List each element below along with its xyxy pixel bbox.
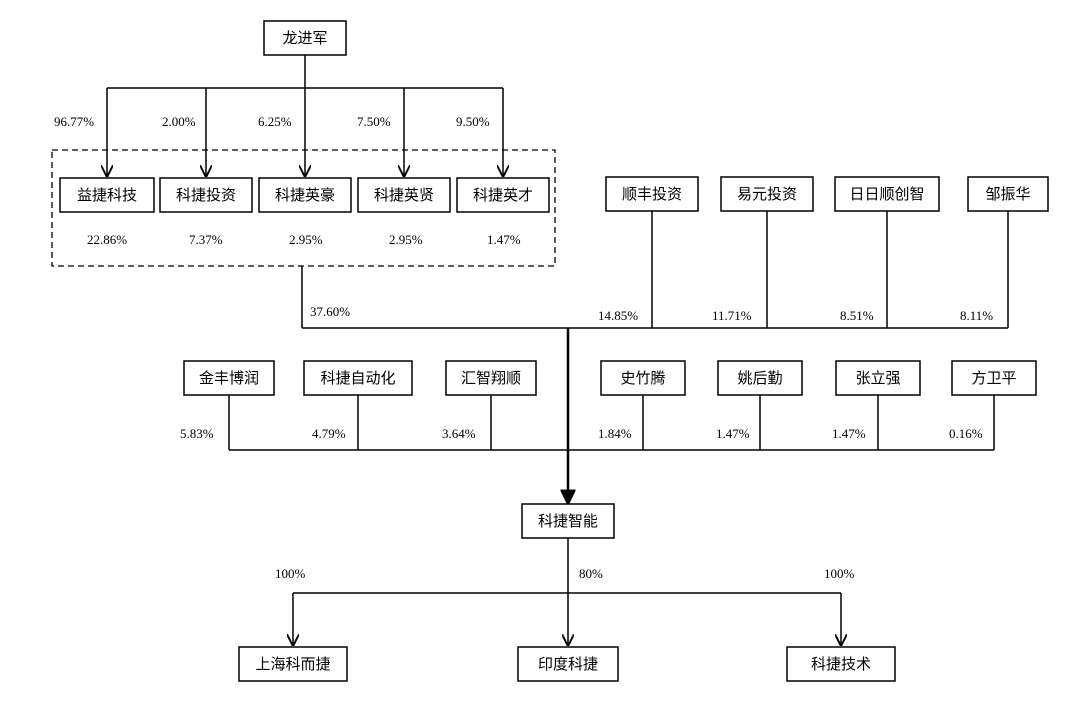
pct-zhangliqiang-share: 1.47%: [832, 426, 866, 441]
node-kejie-yingcai: 科捷英才: [456, 177, 550, 213]
pct-top-to-kejie-touzi: 2.00%: [162, 114, 196, 129]
node-india: 印度科捷: [517, 646, 619, 682]
pct-kejie-yingcai-share: 1.47%: [487, 232, 521, 247]
pct-kejie-auto-share: 4.79%: [312, 426, 346, 441]
node-kejie-auto: 科捷自动化: [303, 360, 413, 396]
node-label: 方卫平: [971, 370, 1016, 387]
node-kejie-yinghao: 科捷英豪: [258, 177, 352, 213]
pct-fangweiping-share: 0.16%: [949, 426, 983, 441]
node-label: 史竹腾: [620, 370, 665, 387]
pct-to-india: 80%: [579, 566, 603, 581]
node-kejie-yingxian: 科捷英贤: [357, 177, 451, 213]
node-label: 张立强: [855, 370, 900, 387]
node-shanghai: 上海科而捷: [238, 646, 348, 682]
pct-group-total: 37.60%: [310, 304, 350, 319]
node-jinfeng: 金丰博润: [183, 360, 275, 396]
pct-top-to-kejie-yingcai: 9.50%: [456, 114, 490, 129]
node-label: 科捷技术: [811, 656, 871, 673]
node-label: 印度科捷: [538, 656, 598, 673]
pct-yijie-share: 22.86%: [87, 232, 127, 247]
pct-ririshun-share: 8.51%: [840, 308, 874, 323]
pct-zouzhenhua-share: 8.11%: [960, 308, 993, 323]
pct-to-shanghai: 100%: [275, 566, 306, 581]
node-yiyuan: 易元投资: [720, 176, 814, 212]
node-label: 上海科而捷: [255, 656, 330, 673]
node-label: 日日顺创智: [849, 185, 924, 203]
node-zouzhenhua: 邹振华: [967, 176, 1049, 212]
pct-to-tech: 100%: [824, 566, 855, 581]
node-ririshun: 日日顺创智: [834, 176, 940, 212]
node-label: 易元投资: [737, 186, 797, 203]
node-label: 科捷英豪: [275, 186, 335, 204]
node-yijie: 益捷科技: [59, 177, 155, 213]
percentage-labels: 96.77% 2.00% 6.25% 7.50% 9.50% 22.86% 7.…: [54, 114, 993, 581]
node-label: 科捷英贤: [374, 186, 434, 204]
node-label: 科捷自动化: [320, 370, 395, 387]
pct-kejie-touzi-share: 7.37%: [189, 232, 223, 247]
node-label: 科捷投资: [176, 187, 236, 204]
pct-top-to-yijie: 96.77%: [54, 114, 94, 129]
pct-shizhuteng-share: 1.84%: [598, 426, 632, 441]
node-yaohouqin: 姚后勤: [717, 360, 803, 396]
node-label: 龙进军: [282, 30, 327, 47]
pct-top-to-kejie-yinghao: 6.25%: [258, 114, 292, 129]
node-label: 汇智翔顺: [461, 369, 521, 387]
shareholder-group-frame: [51, 149, 556, 267]
node-label: 科捷英才: [473, 186, 533, 204]
node-label: 姚后勤: [737, 370, 782, 387]
node-center-company: 科捷智能: [521, 503, 615, 539]
node-zhangliqiang: 张立强: [835, 360, 921, 396]
node-label: 科捷智能: [538, 512, 598, 530]
node-label: 邹振华: [985, 186, 1030, 203]
node-label: 益捷科技: [77, 187, 137, 204]
pct-yiyuan-share: 11.71%: [712, 308, 752, 323]
node-kejie-touzi: 科捷投资: [159, 177, 253, 213]
pct-jinfeng-share: 5.83%: [180, 426, 214, 441]
node-fangweiping: 方卫平: [951, 360, 1037, 396]
pct-top-to-kejie-yingxian: 7.50%: [357, 114, 391, 129]
connectors: [107, 55, 1009, 645]
node-huizhi: 汇智翔顺: [445, 360, 537, 396]
pct-yaohouqin-share: 1.47%: [716, 426, 750, 441]
node-label: 顺丰投资: [622, 186, 682, 203]
pct-huizhi-share: 3.64%: [442, 426, 476, 441]
node-shizhuteng: 史竹腾: [600, 360, 686, 396]
pct-shunfeng-share: 14.85%: [598, 308, 638, 323]
node-top-owner: 龙进军: [263, 20, 347, 56]
pct-kejie-yingxian-share: 2.95%: [389, 232, 423, 247]
node-label: 金丰博润: [199, 370, 259, 387]
pct-kejie-yinghao-share: 2.95%: [289, 232, 323, 247]
node-shunfeng: 顺丰投资: [605, 176, 699, 212]
node-tech: 科捷技术: [786, 646, 896, 682]
